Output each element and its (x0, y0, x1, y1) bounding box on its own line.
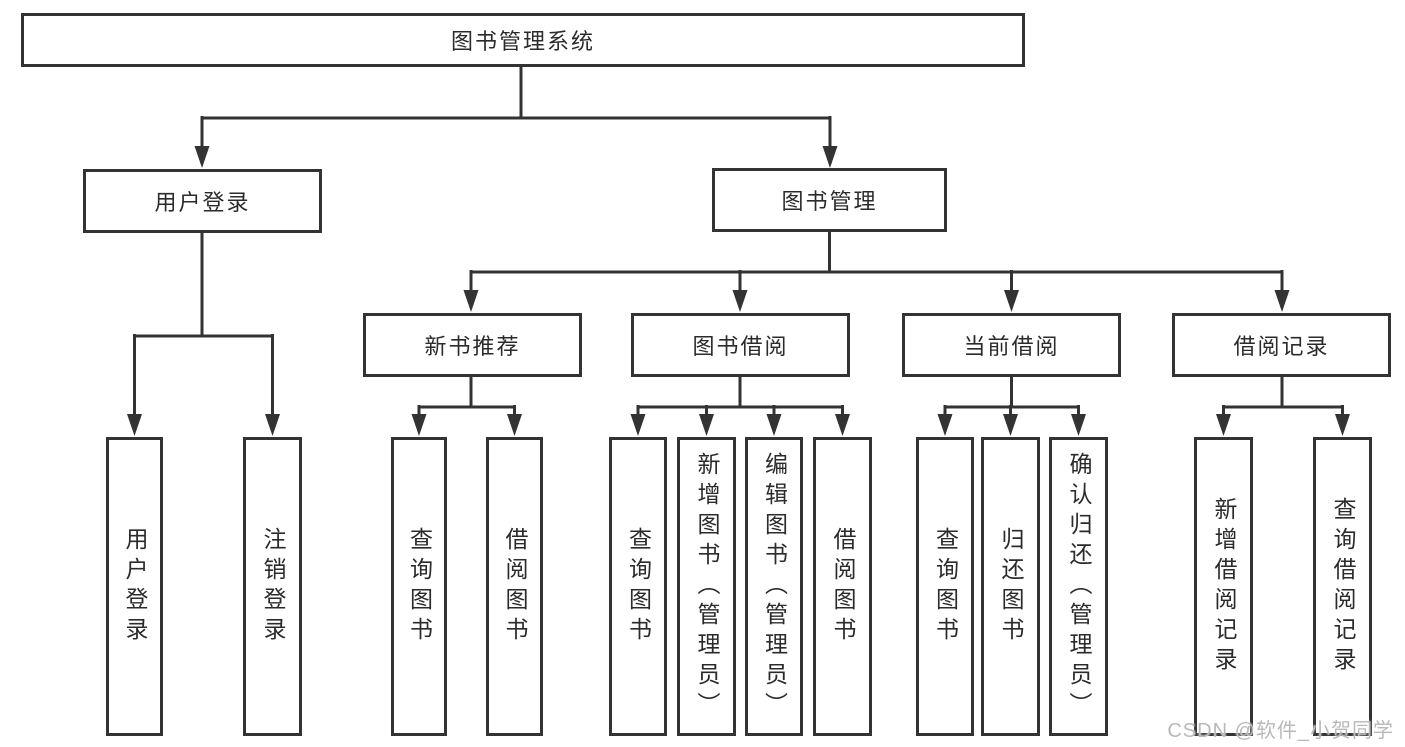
leaf-current-confirm-return-admin-label: 确认归还（管理员） (1066, 451, 1092, 722)
leaf-recommend-query-book: 查询图书 (391, 437, 447, 736)
leaf-borrowing-query-book: 查询图书 (609, 437, 667, 736)
watermark: CSDN @软件_小贺同学 (1167, 720, 1394, 742)
node-book-management: 图书管理 (712, 168, 947, 232)
leaf-borrowing-add-book-admin: 新增图书（管理员） (677, 437, 736, 736)
leaf-user-login-label: 用户登录 (122, 526, 148, 647)
leaf-records-add-record: 新增借阅记录 (1194, 437, 1253, 736)
leaf-recommend-query-book-label: 查询图书 (406, 526, 433, 647)
leaf-current-query-book-label: 查询图书 (932, 526, 959, 647)
leaf-current-confirm-return-admin: 确认归还（管理员） (1049, 437, 1108, 736)
leaf-borrowing-edit-book-admin: 编辑图书（管理员） (745, 437, 803, 736)
leaf-borrowing-borrow-book: 借阅图书 (813, 437, 872, 736)
leaf-current-return-book: 归还图书 (981, 437, 1040, 736)
leaf-current-return-book-label: 归还图书 (998, 526, 1024, 647)
node-book-borrowing: 图书借阅 (631, 313, 850, 377)
arrowheads (127, 146, 1350, 436)
node-new-book-recommend: 新书推荐 (363, 313, 582, 377)
leaf-recommend-borrow-book: 借阅图书 (486, 437, 543, 736)
leaf-borrowing-query-book-label: 查询图书 (625, 526, 652, 647)
leaf-current-query-book: 查询图书 (916, 437, 974, 736)
leaf-records-add-record-label: 新增借阅记录 (1211, 496, 1237, 677)
leaf-borrowing-borrow-book-label: 借阅图书 (830, 526, 856, 647)
node-user-login: 用户登录 (83, 169, 322, 233)
leaf-logout: 注销登录 (243, 437, 302, 736)
leaf-borrowing-edit-book-admin-label: 编辑图书（管理员） (761, 451, 788, 722)
leaf-user-login: 用户登录 (106, 437, 163, 736)
leaf-records-query-record-label: 查询借阅记录 (1330, 496, 1356, 677)
node-borrowing-records: 借阅记录 (1172, 313, 1391, 377)
leaf-borrowing-add-book-admin-label: 新增图书（管理员） (694, 451, 720, 722)
leaf-recommend-borrow-book-label: 借阅图书 (502, 526, 528, 647)
leaf-records-query-record: 查询借阅记录 (1313, 437, 1372, 736)
node-current-borrowing: 当前借阅 (902, 313, 1121, 377)
leaf-logout-label: 注销登录 (260, 526, 286, 647)
node-root: 图书管理系统 (21, 13, 1025, 67)
